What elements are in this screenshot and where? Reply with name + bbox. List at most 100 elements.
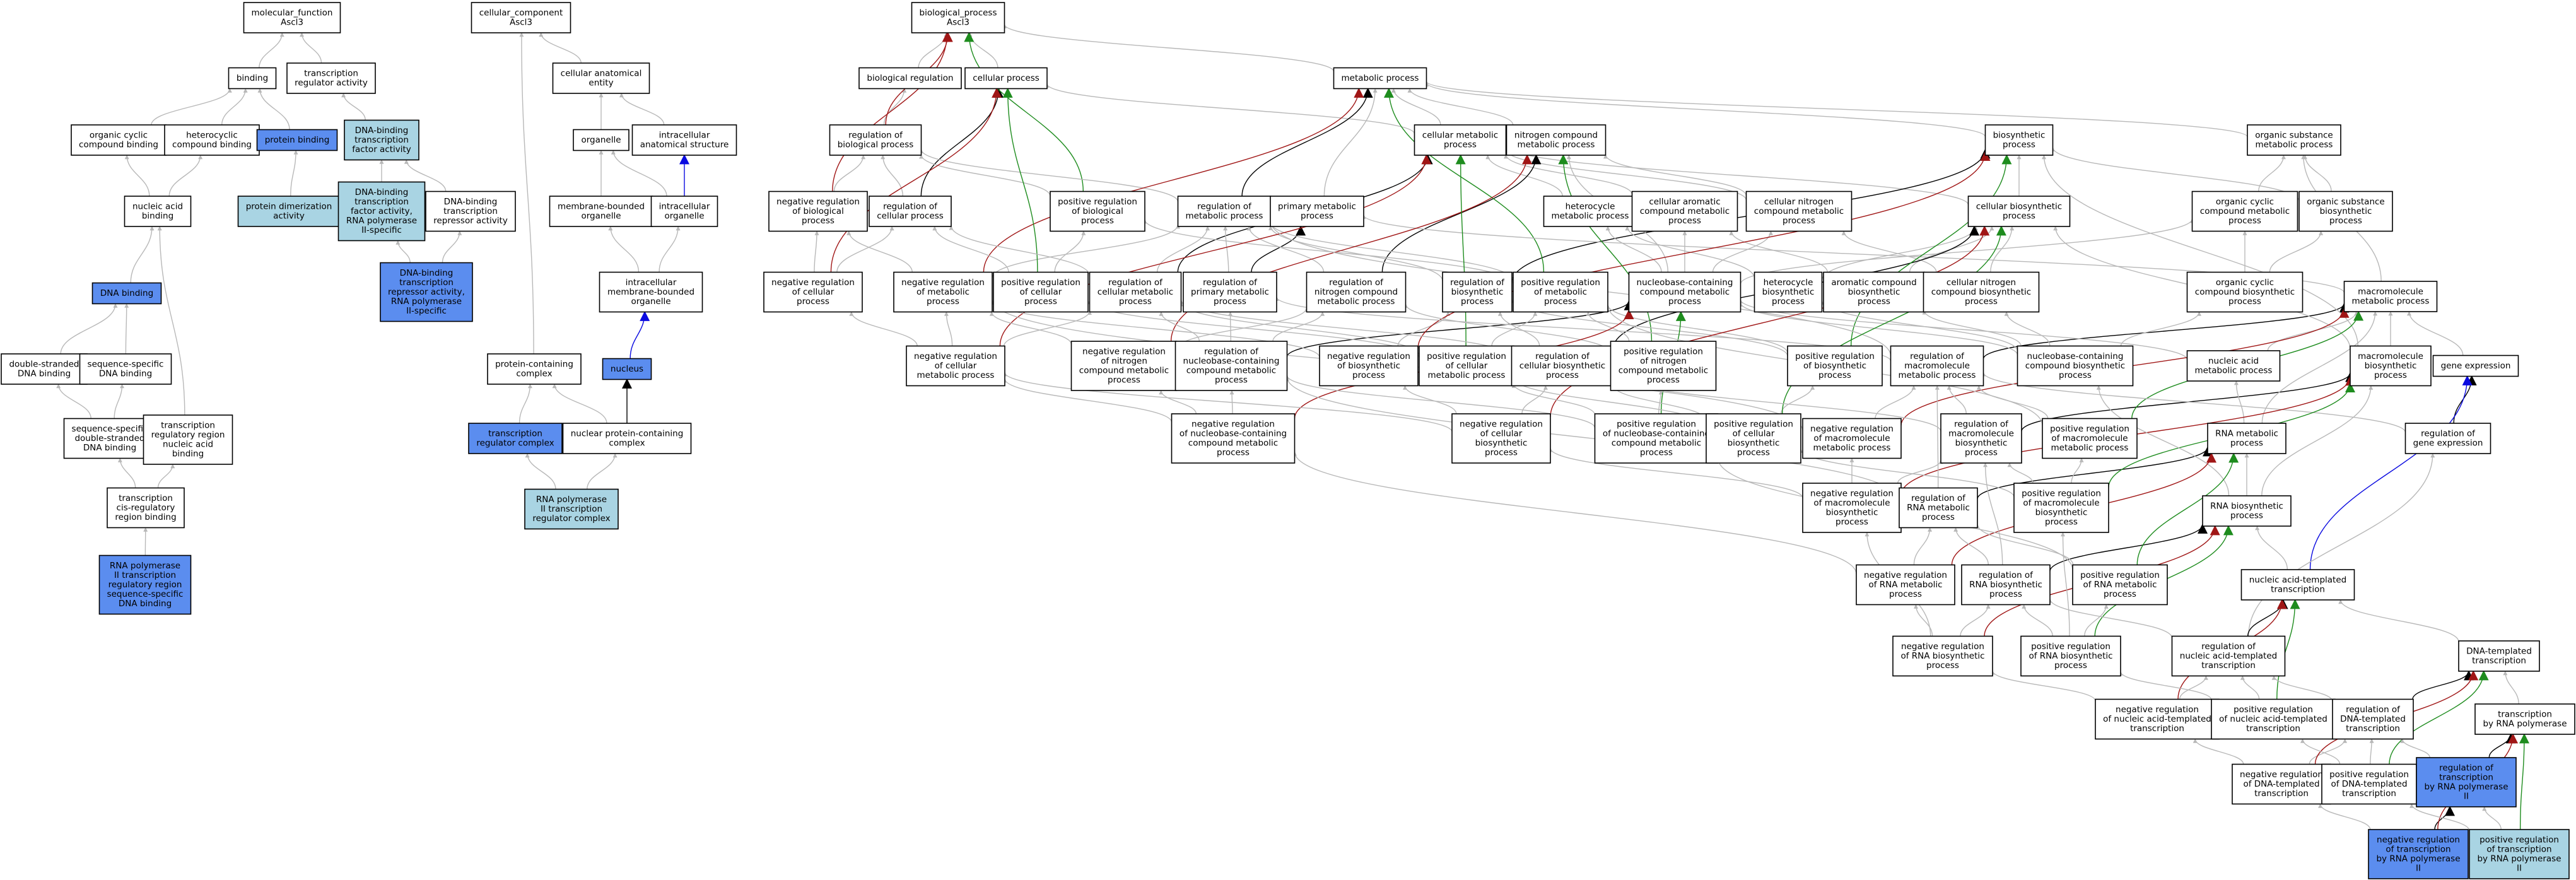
go-term-node-organelle[interactable]: organelle: [573, 129, 629, 151]
go-term-node-binding[interactable]: binding: [228, 67, 277, 90]
go-term-node-nucleus[interactable]: nucleus: [602, 358, 652, 380]
go-term-node-cp[interactable]: cellular process: [964, 67, 1048, 90]
go-term-node-mp[interactable]: metabolic process: [1333, 67, 1427, 90]
go-term-node-dnab[interactable]: DNA binding: [91, 282, 162, 305]
go-term-node-breg[interactable]: biological regulation: [858, 67, 962, 90]
go-term-node-ge[interactable]: gene expression: [2432, 355, 2519, 377]
